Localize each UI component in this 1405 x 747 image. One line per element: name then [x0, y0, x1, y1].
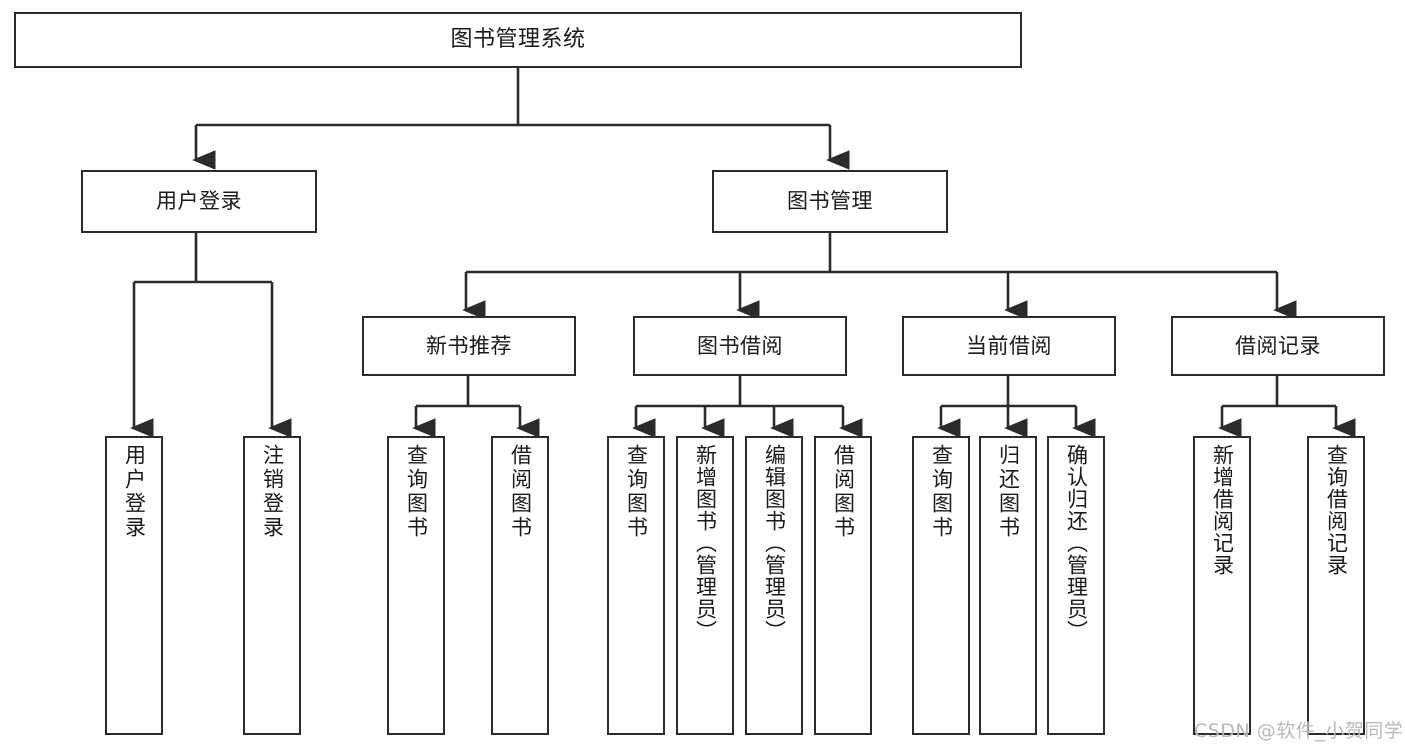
node-label: 借阅图书 — [508, 444, 533, 540]
leaf-query-borrow-record[interactable]: 查询借阅记录 — [1307, 436, 1365, 735]
node-user-login[interactable]: 用户登录 — [81, 170, 317, 233]
leaf-logout[interactable]: 注销登录 — [243, 436, 301, 735]
node-label: 确认归还（管理员） — [1064, 444, 1089, 642]
node-label: 图书借阅 — [697, 333, 783, 358]
leaf-return-book[interactable]: 归还图书 — [979, 436, 1037, 735]
leaf-borrow-book-recommend[interactable]: 借阅图书 — [491, 436, 549, 735]
node-label: 查询图书 — [624, 444, 649, 540]
node-label: 查询图书 — [404, 444, 429, 540]
node-new-book-recommend[interactable]: 新书推荐 — [362, 316, 576, 376]
leaf-edit-book-admin[interactable]: 编辑图书（管理员） — [745, 436, 803, 735]
node-book-borrow[interactable]: 图书借阅 — [633, 316, 847, 376]
leaf-borrow-book[interactable]: 借阅图书 — [814, 436, 872, 735]
leaf-query-book-borrow[interactable]: 查询图书 — [607, 436, 665, 735]
node-label: 注销登录 — [260, 444, 285, 540]
node-borrow-record[interactable]: 借阅记录 — [1171, 316, 1385, 376]
node-label: 查询借阅记录 — [1324, 444, 1349, 576]
node-label: 借阅记录 — [1235, 333, 1321, 358]
leaf-user-login[interactable]: 用户登录 — [105, 436, 163, 735]
leaf-query-book-recommend[interactable]: 查询图书 — [387, 436, 445, 735]
node-label: 用户登录 — [122, 444, 147, 540]
node-label: 当前借阅 — [966, 333, 1052, 358]
node-root-system[interactable]: 图书管理系统 — [14, 12, 1022, 68]
csdn-watermark: CSDN @软件_小贺同学 — [1194, 720, 1404, 742]
node-label: 新增借阅记录 — [1210, 444, 1235, 576]
node-label: 编辑图书（管理员） — [762, 444, 787, 642]
node-label: 归还图书 — [996, 444, 1021, 540]
node-label: 图书管理系统 — [450, 27, 586, 53]
node-label: 新增图书（管理员） — [693, 444, 718, 642]
node-label: 新书推荐 — [426, 333, 512, 358]
leaf-confirm-return-admin[interactable]: 确认归还（管理员） — [1047, 436, 1105, 735]
leaf-query-book-current[interactable]: 查询图书 — [912, 436, 970, 735]
node-current-borrow[interactable]: 当前借阅 — [902, 316, 1116, 376]
node-book-management[interactable]: 图书管理 — [712, 170, 948, 233]
leaf-add-book-admin[interactable]: 新增图书（管理员） — [676, 436, 734, 735]
node-label: 查询图书 — [929, 444, 954, 540]
leaf-add-borrow-record[interactable]: 新增借阅记录 — [1193, 436, 1251, 735]
node-label: 借阅图书 — [831, 444, 856, 540]
node-label: 图书管理 — [787, 189, 873, 214]
node-label: 用户登录 — [156, 189, 242, 214]
